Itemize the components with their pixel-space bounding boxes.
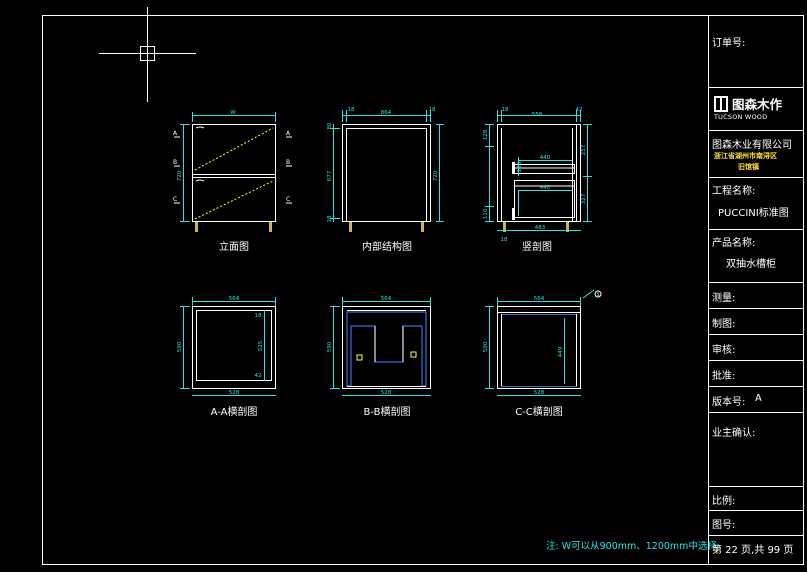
dim-b-top: 564 (381, 296, 392, 302)
dim-c-top: 564 (534, 296, 545, 302)
page-info: 第 22 页,共 99 页 (712, 545, 794, 556)
review-label: 审核: (712, 345, 736, 356)
dim-int-right: 720 (433, 170, 439, 181)
dim-elev-height: 720 (177, 170, 183, 181)
footnote: 注: W可以从900mm、1200mm中选择。 (546, 541, 727, 552)
dim-int-top-right: 18 (429, 107, 436, 113)
dim-vert-top-right: 42 (576, 107, 583, 113)
dim-vert-left-b: 138 (517, 161, 523, 172)
dim-c-callout: 5 (597, 292, 600, 298)
section-mark-b-right: B (286, 159, 290, 166)
section-mark-c-right: C (286, 196, 290, 203)
section-a-view (180, 297, 276, 396)
order-no-label: 订单号: (712, 38, 746, 49)
elevation-view (174, 112, 292, 232)
caption-section-b: B-B横剖图 (363, 407, 411, 418)
version-label: 版本号: (712, 397, 746, 408)
dim-vert-drawer-upper: 440 (540, 155, 551, 161)
company-logo: 图森木作 TUCSON WOOD (712, 94, 800, 124)
dim-b-bottom: 528 (381, 390, 392, 396)
dim-a-right: 525 (258, 340, 264, 351)
dim-int-left-bottom: 18 (327, 215, 333, 222)
dim-int-left-top: 80 (327, 122, 333, 129)
dim-vert-left-a: 128 (483, 129, 489, 140)
section-mark-a-left: A (173, 130, 178, 137)
dim-c-bottom: 528 (534, 390, 545, 396)
product-value: 双抽水槽柜 (726, 259, 776, 270)
scale-label: 比例: (712, 496, 736, 507)
section-mark-a-right: A (286, 130, 291, 137)
project-value: PUCCINI标准图 (718, 208, 789, 219)
caption-section-a: A-A横剖图 (210, 407, 258, 418)
section-b-view (330, 297, 431, 396)
dim-vert-right-a: 257 (581, 144, 587, 155)
dim-elev-width: W (230, 110, 236, 116)
dim-vert-bottom: 483 (535, 225, 546, 231)
crosshair-cursor (99, 7, 196, 102)
dim-a-right-top: 18 (255, 313, 262, 319)
dim-int-top-mid: 864 (381, 110, 392, 116)
logo-mark-icon (714, 96, 728, 112)
dim-vert-top-mid: 558 (532, 112, 543, 118)
vertical-section-view (485, 110, 592, 232)
section-c-view (485, 289, 602, 396)
dimension-labels: W 720 18 864 18 80 677 18 720 18 558 42 … (177, 107, 600, 396)
caption-elevation: 立面图 (219, 242, 249, 253)
logo-text-cn: 图森木作 (732, 97, 783, 112)
company-name: 图森木业有限公司 (712, 140, 792, 151)
measure-label: 测量: (712, 293, 736, 304)
dim-int-left-mid: 677 (327, 170, 333, 181)
drawing-label: 制图: (712, 319, 736, 330)
dim-a-top: 564 (229, 296, 240, 302)
title-block-rules (708, 87, 804, 536)
figure-no-label: 图号: (712, 520, 736, 531)
section-mark-b-left: B (173, 159, 177, 166)
dim-vert-bottom-left: 18 (501, 237, 508, 243)
company-address-line1: 浙江省湖州市南浔区 (714, 152, 777, 160)
caption-vertical: 竖剖图 (522, 242, 552, 253)
product-label: 产品名称: (712, 238, 756, 249)
company-address-line2: 旧馆镇 (738, 163, 759, 171)
sheet-border (42, 15, 804, 565)
dim-vert-right-b: 327 (581, 193, 587, 204)
dim-c-left: 590 (483, 341, 489, 352)
section-mark-c-left: C (173, 196, 177, 203)
version-value: A (755, 393, 762, 404)
caption-internal: 内部结构图 (362, 242, 412, 253)
dim-b-left: 590 (327, 341, 333, 352)
dim-vert-drawer-lower: 440 (540, 185, 551, 191)
dim-a-bottom: 528 (229, 390, 240, 396)
dim-c-inner: 449 (558, 346, 564, 357)
project-label: 工程名称: (712, 186, 756, 197)
owner-confirm-label: 业主确认: (712, 428, 756, 439)
dim-vert-left-c: 110 (483, 208, 489, 219)
dim-vert-top-left: 18 (502, 107, 509, 113)
logo-text-en: TUCSON WOOD (714, 113, 768, 121)
approve-label: 批准: (712, 371, 736, 382)
dim-int-top-left: 18 (348, 107, 355, 113)
internal-structure-view (330, 110, 444, 232)
section-marks: A A B B C C (173, 130, 291, 203)
dim-a-right-bottom: 42 (255, 373, 262, 379)
caption-section-c: C-C横剖图 (515, 407, 563, 418)
dim-a-left: 590 (177, 341, 183, 352)
